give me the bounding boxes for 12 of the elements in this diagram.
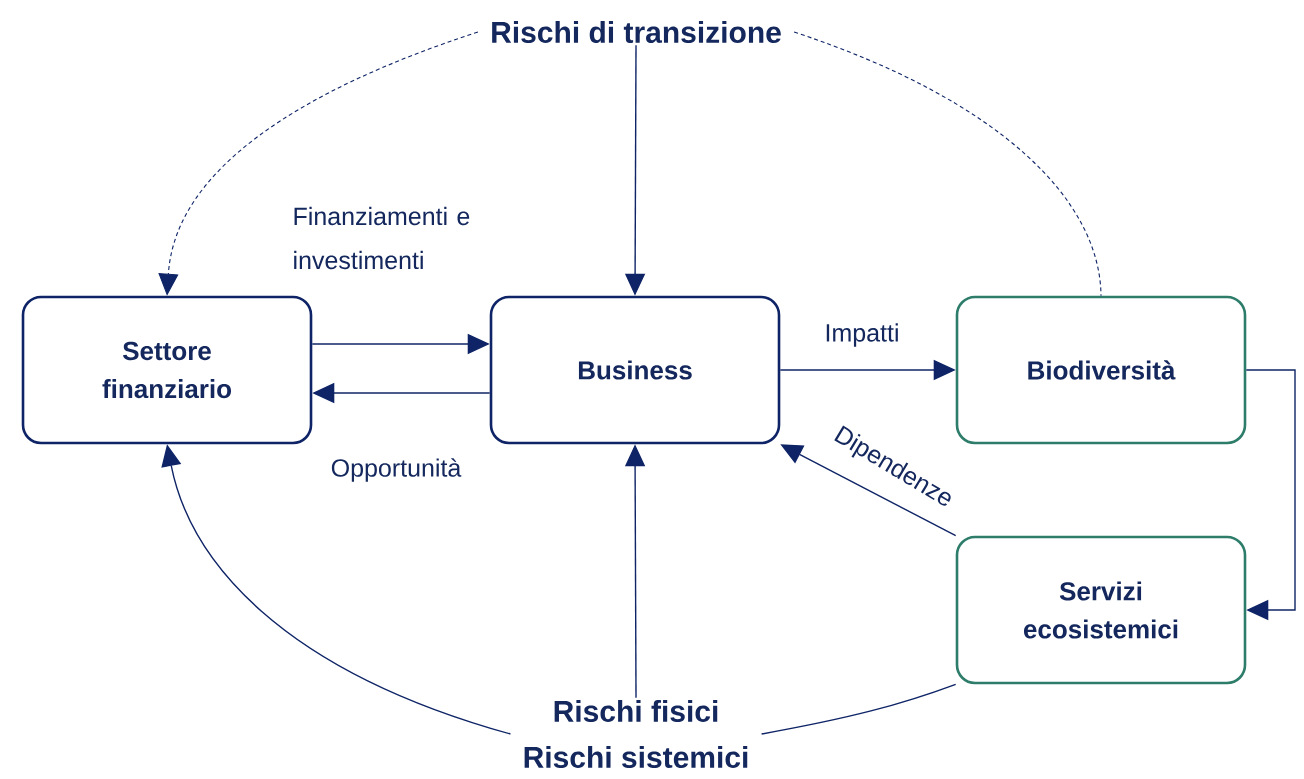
risk-heading: Rischi di transizione (492, 21, 781, 43)
process-box: Settore finanziario (21, 295, 313, 445)
process-box: Servizi ecosistemici (955, 535, 1247, 685)
process-box: Biodiversità (955, 295, 1247, 445)
arrow (1245, 369, 1296, 621)
edge-label: Finanziamenti e investimenti (294, 206, 470, 270)
edge-label: Impatti (826, 323, 898, 347)
dashed-line (793, 31, 1102, 297)
process-box: Business (489, 295, 781, 445)
connector-line (760, 683, 957, 735)
edge-label: Opportunità (331, 458, 462, 482)
risk-heading: Rischi fisici Rischi sistemici (524, 700, 748, 768)
